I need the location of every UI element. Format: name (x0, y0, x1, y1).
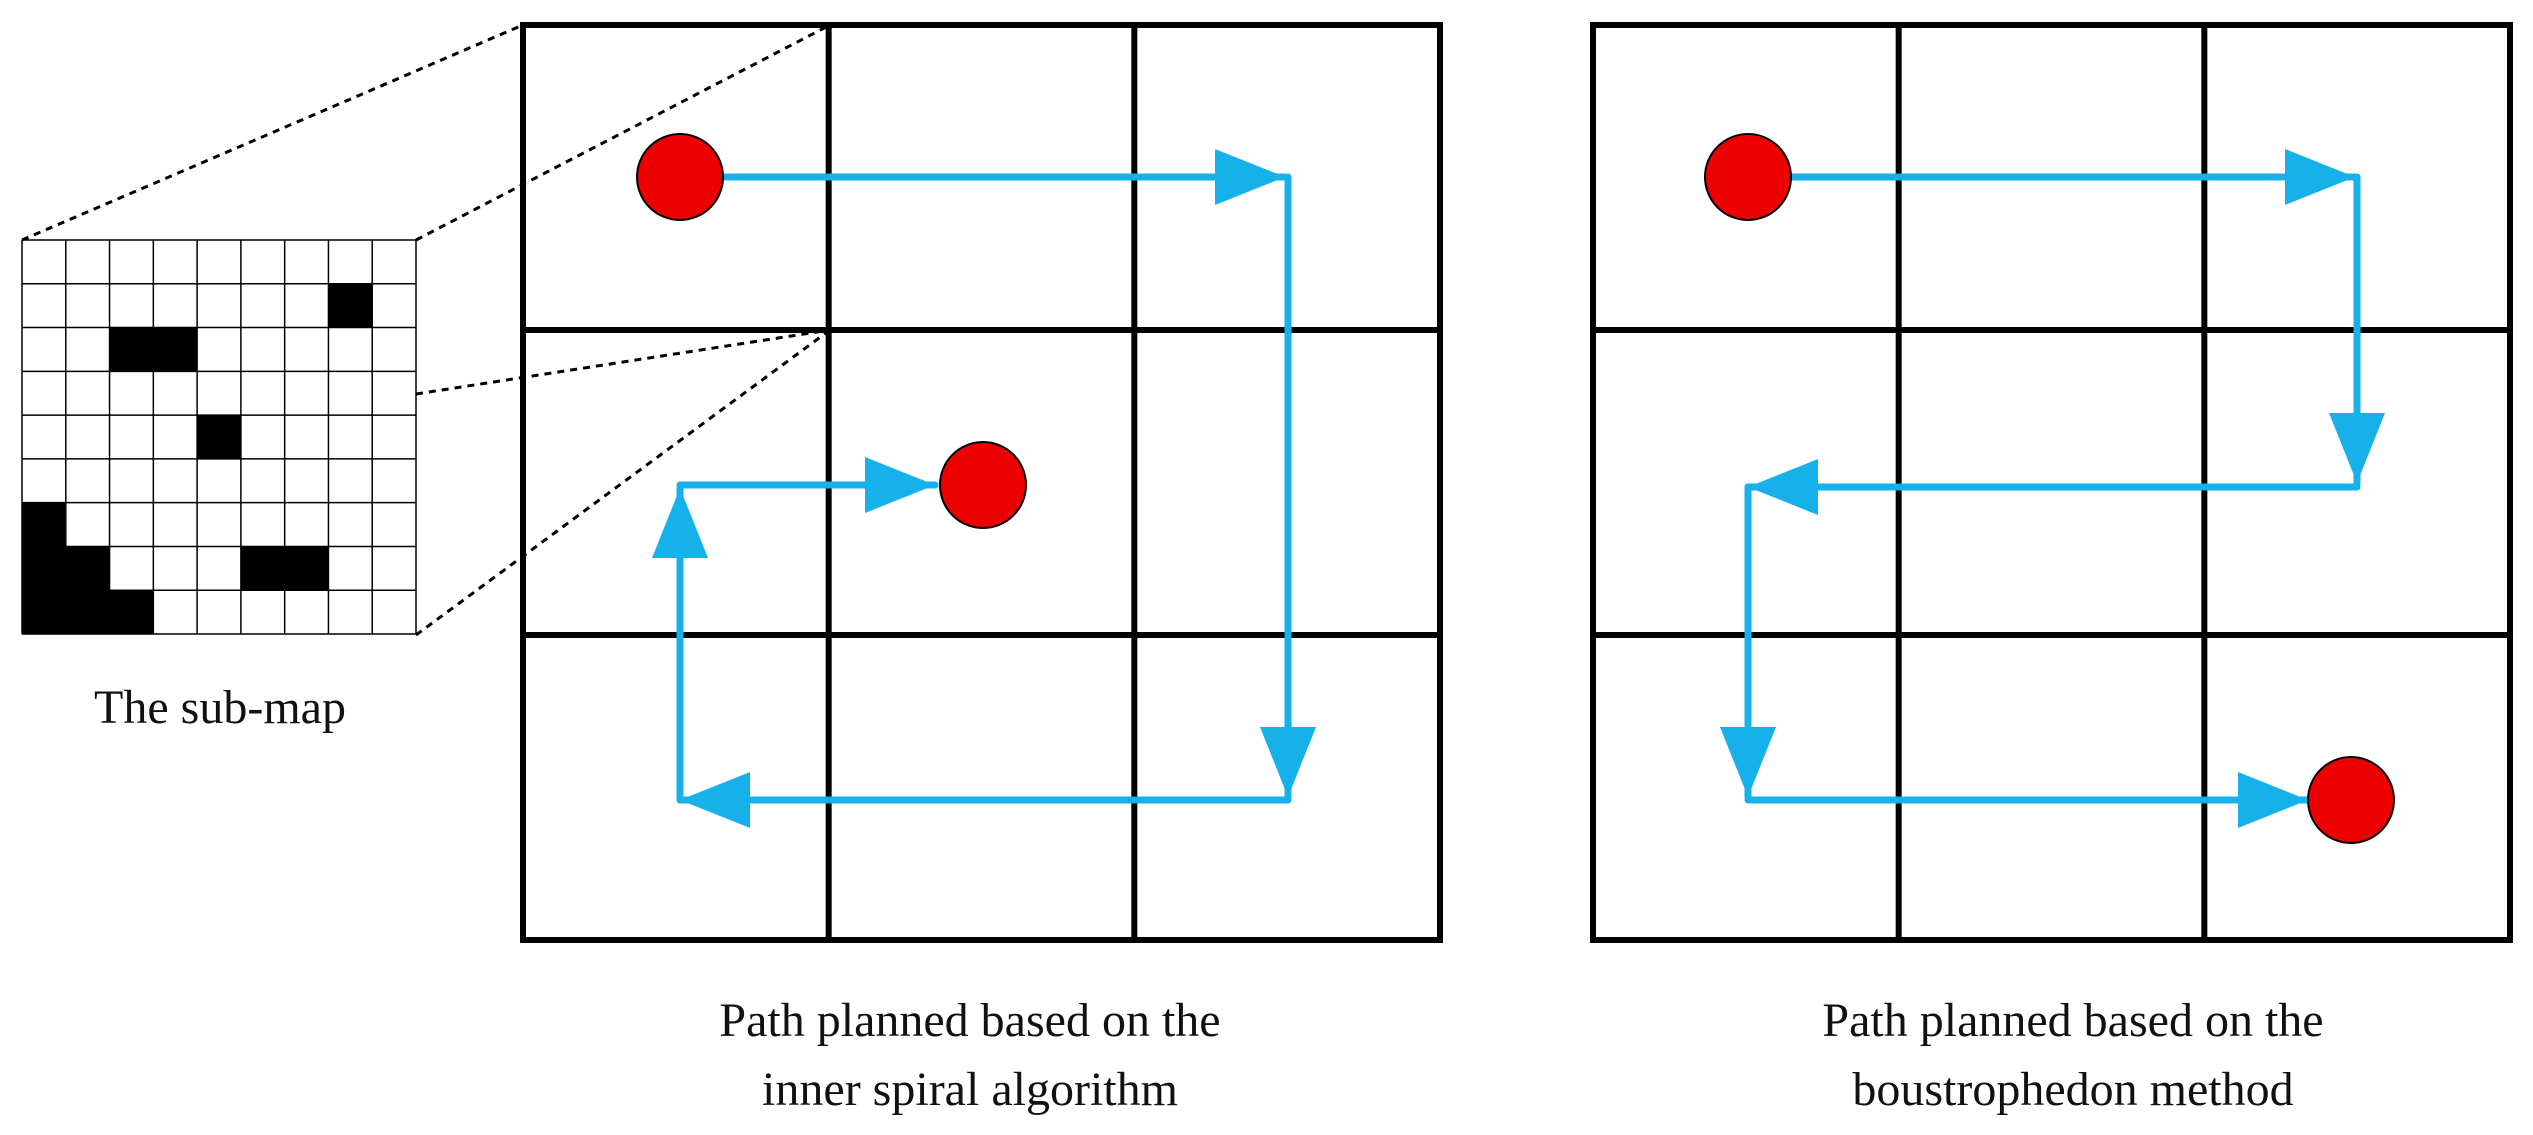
zoom-line-top (21, 23, 524, 242)
sub-map-obstacle-cell (284, 546, 329, 591)
sub-map-obstacle-cell (153, 327, 198, 372)
sub-map-obstacle-cell (197, 415, 241, 459)
sub-map-obstacle-cell (22, 590, 66, 634)
sub-map-obstacle-cell (22, 502, 66, 547)
sub-map-obstacle-cell (109, 327, 154, 372)
sub-map-obstacle-cell (328, 283, 373, 328)
spiral-caption-line1: Path planned based on the (719, 994, 1220, 1047)
sub-map-caption: The sub-map (94, 681, 346, 734)
boustrophedon-caption-line2: boustrophedon method (1852, 1063, 2293, 1116)
sub-map-obstacle-cell (65, 590, 110, 634)
zoom-projection-lines (21, 23, 831, 637)
spiral-path (652, 149, 1316, 828)
boustrophedon-end-marker (2307, 756, 2395, 844)
sub-map-obstacle-cell (65, 546, 110, 591)
boustrophedon-start-marker (1704, 133, 1792, 221)
zoom-line-inner-bottom (415, 328, 831, 396)
sub-map-obstacle-cell (109, 590, 154, 634)
sub-map-obstacle-cell (240, 546, 285, 591)
sub-map (21, 239, 417, 635)
spiral-caption-line2: inner spiral algorithm (762, 1063, 1178, 1116)
boustrophedon-caption-line1: Path planned based on the (1822, 994, 2323, 1047)
sub-map-obstacle-cell (22, 546, 66, 591)
boustrophedon-path (1720, 149, 2385, 828)
zoom-line-inner-top (415, 23, 831, 242)
spiral-end-marker (939, 441, 1027, 529)
spiral-start-marker (636, 133, 724, 221)
